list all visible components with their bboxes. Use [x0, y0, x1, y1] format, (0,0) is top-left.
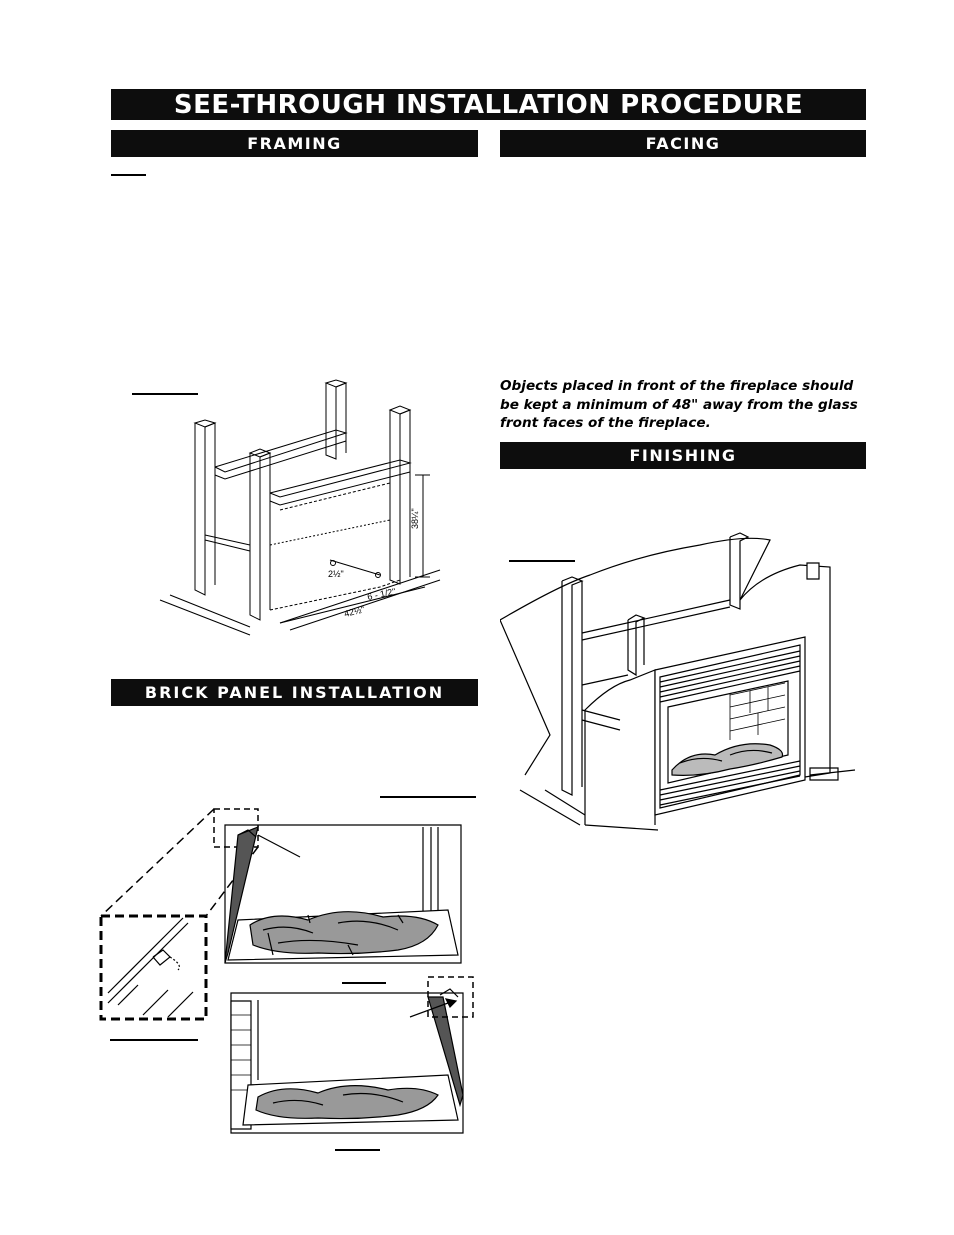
section-header-framing: FRAMING: [111, 130, 478, 157]
dim-offset: 2½": [328, 569, 344, 579]
section-header-facing: FACING: [500, 130, 866, 157]
facing-clearance-note: Objects placed in front of the fireplace…: [500, 378, 858, 431]
dim-height: 38¼": [410, 508, 420, 529]
brick-panel-diagram: [98, 805, 478, 1135]
dim-width: 42½": [343, 604, 366, 619]
section-header-finishing: FINISHING: [500, 442, 866, 469]
section-header-brick-panel: BRICK PANEL INSTALLATION: [111, 679, 478, 706]
framing-diagram: 38¼" 2½" 6 - 1/2" 42½": [150, 375, 450, 640]
page-title: SEE-THROUGH INSTALLATION PROCEDURE: [111, 89, 866, 120]
finishing-diagram: [500, 525, 870, 840]
